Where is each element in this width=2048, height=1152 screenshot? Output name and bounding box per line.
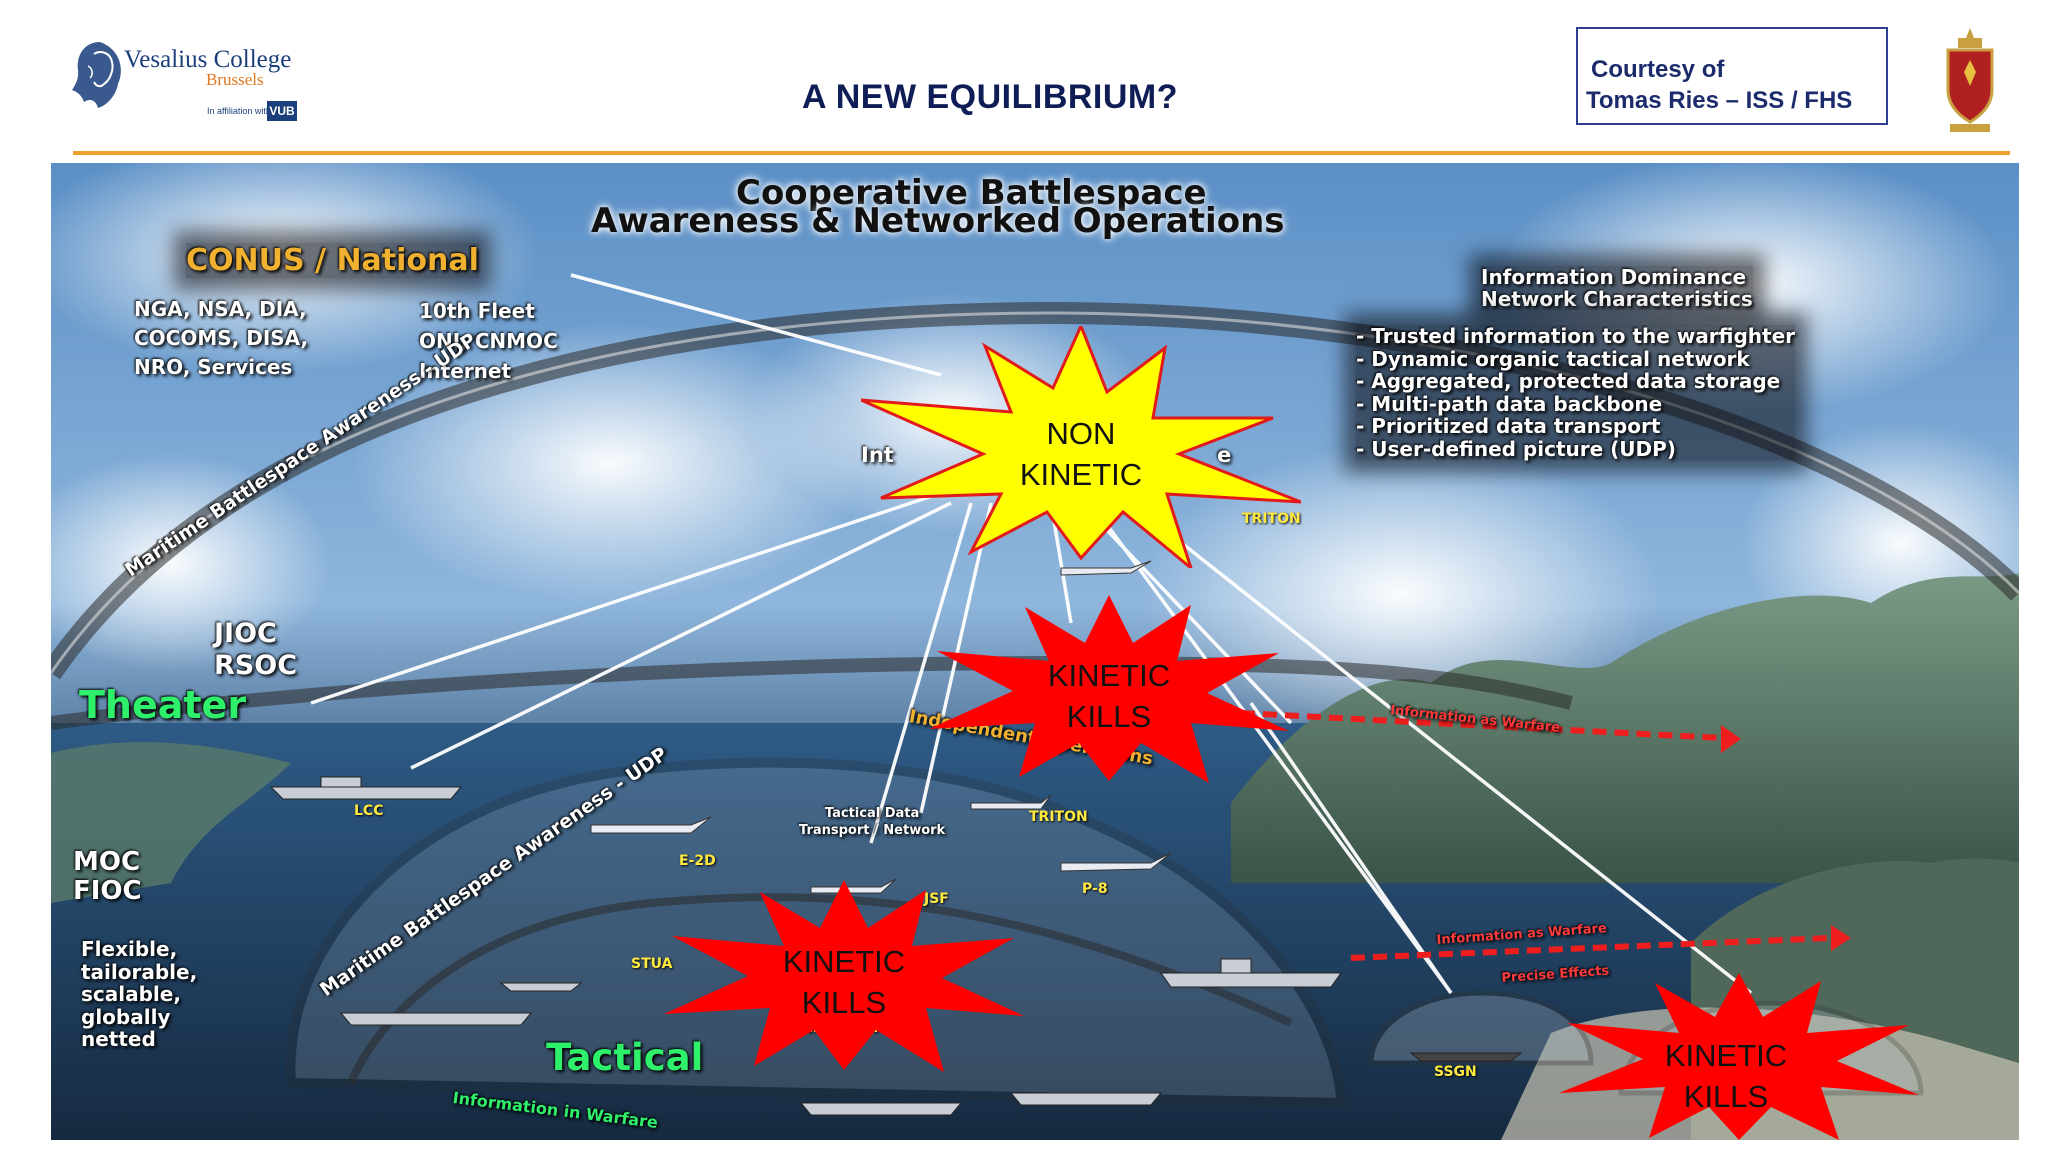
info-dominance-item: - Dynamic organic tactical network [1356,346,1750,371]
burst-line: NON [1046,416,1116,451]
platform-ssgn: SSGN [1434,1064,1477,1080]
moc-code: MOC [73,847,141,877]
conus-col1-line: NGA, NSA, DIA, [134,297,307,321]
diagram-title-line2: Awareness & Networked Operations [591,201,1285,241]
moc-desc-line: Flexible, [81,937,178,961]
burst-line: KILLS [801,985,887,1020]
college-name: Vesalius College [124,46,292,73]
platform-e2d: E-2D [679,853,716,869]
info-dominance-heading-line: Information Dominance [1481,265,1747,289]
header-divider [73,151,2010,155]
conus-agencies-col2: 10th Fleet ONI, CNMOC Internet [419,296,558,386]
moc-desc-line: netted [81,1027,156,1051]
college-affiliation: In affiliation with [207,106,271,116]
non-kinetic-label: NON KINETIC [1001,413,1161,495]
tactical-label: Tactical [546,1036,704,1079]
conus-col2-line: 10th Fleet [419,299,535,323]
platform-triton-mid: TRITON [1029,809,1088,825]
platform-p8: P-8 [1082,881,1108,897]
kinetic-kills-label-1: KINETIC KILLS [1029,655,1189,737]
conus-col1-line: COCOMS, DISA, [134,326,309,350]
burst-line: KINETIC [1019,457,1143,492]
tactical-data-label: Tactical Data Transport / Network [799,805,945,839]
theater-code: RSOC [214,650,298,681]
info-dominance-list: - Trusted information to the warfighter … [1356,324,1796,461]
info-dominance-heading-line: Network Characteristics [1481,287,1753,311]
conus-col2-line: Internet [419,359,512,383]
moc-description: Flexible, tailorable, scalable, globally… [81,938,197,1051]
courtesy-author: Tomas Ries – ISS / FHS [1586,87,1853,114]
kinetic-kills-burst-3 [1559,973,1919,1140]
info-dominance-item: - Trusted information to the warfighter [1356,324,1796,348]
burst-line: KILLS [1683,1079,1769,1114]
kinetic-kills-label-2: KINETIC KILLS [764,941,924,1023]
tactical-data-line: Tactical Data [824,806,920,821]
burst-line: KINETIC [782,944,906,979]
theater-code: JIOC [214,618,277,649]
conus-col1-line: NRO, Services [134,355,293,379]
burst-line: KINETIC [1664,1038,1788,1073]
courtesy-box [1576,27,1888,125]
theater-codes: JIOC RSOC [214,618,297,682]
moc-codes: MOC FIOC [73,848,142,906]
info-dominance-item: - Aggregated, protected data storage [1356,369,1781,393]
theater-label: Theater [79,683,247,727]
college-logo [70,36,310,132]
info-dominance-item: - Prioritized data transport [1356,414,1661,438]
moc-desc-line: scalable, [81,982,181,1006]
info-dominance-item: - Multi-path data backbone [1356,391,1663,416]
burst-line: KINETIC [1047,658,1171,693]
crest-icon [1940,26,2000,134]
platform-triton-top: TRITON [1242,511,1301,527]
info-dominance-item: - User-defined picture (UDP) [1356,436,1676,461]
moc-desc-line: tailorable, [81,959,198,984]
platform-lcc: LCC [354,803,384,819]
kinetic-kills-label-3: KINETIC KILLS [1646,1035,1806,1117]
conus-agencies-col1: NGA, NSA, DIA, COCOMS, DISA, NRO, Servic… [134,295,308,382]
kinetic-kills-burst-1 [929,595,1289,783]
conus-col2-line: ONI, CNMOC [419,329,558,353]
moc-code: FIOC [73,876,142,906]
burst-line: KILLS [1066,699,1152,734]
info-dominance-heading: Information Dominance Network Characteri… [1481,266,1753,310]
tactical-data-line: Transport / Network [799,823,946,838]
integrated-label-left: Int [861,443,894,467]
integrated-label-right: e [1217,443,1232,467]
non-kinetic-burst [861,326,1301,568]
vesalius-head-icon [72,42,121,108]
platform-stuas: STUA [631,956,673,972]
battlespace-diagram: Cooperative Battlespace Awareness & Netw… [51,163,2019,1140]
courtesy-label: Courtesy of [1591,56,1725,83]
college-city: Brussels [206,70,264,89]
conus-heading: CONUS / National [186,243,479,278]
diagram-title-line1: Cooperative Battlespace [736,173,1207,213]
slide-title: A NEW EQUILIBRIUM? [801,78,1179,116]
kinetic-kills-burst-2 [664,880,1024,1072]
moc-desc-line: globally [81,1004,171,1029]
platform-jsf: JSF [924,891,949,907]
vub-badge: VUB [267,101,297,121]
